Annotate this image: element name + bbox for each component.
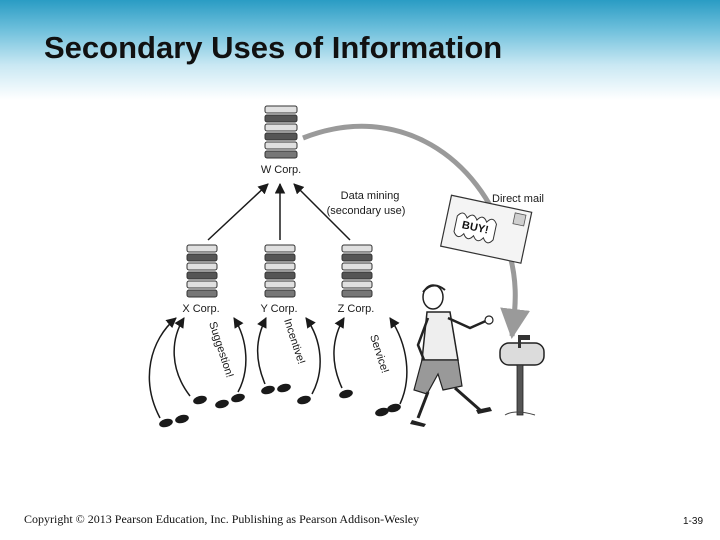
w-corp-server-icon: [264, 105, 298, 159]
w-corp-label: W Corp.: [261, 164, 301, 176]
slide-title: Secondary Uses of Information: [44, 30, 503, 65]
footprint: [375, 407, 389, 417]
footprint: [387, 403, 401, 413]
z-corp-label: Z Corp.: [338, 303, 375, 315]
y-corp-server-icon: [264, 244, 296, 298]
mailbox-icon: [499, 335, 545, 416]
footprints-group: [159, 383, 401, 428]
influence-arrow: [389, 317, 408, 405]
x-to-w-arrow: [207, 183, 269, 241]
footprint: [215, 399, 229, 409]
data-mining-label: Data mining: [341, 190, 400, 202]
suggestion-label: Suggestion!: [206, 320, 235, 379]
influence-arrow: [233, 317, 247, 393]
footprint: [339, 389, 353, 399]
influence-arrow: [148, 317, 177, 419]
incentive-label: Incentive!: [281, 317, 307, 365]
footprint: [297, 395, 311, 405]
footprint: [261, 385, 275, 395]
footprint: [193, 395, 207, 405]
footprint: [175, 414, 189, 424]
buy-text: BUY!: [461, 219, 490, 236]
title-header-band: [0, 0, 720, 100]
y-corp-label: Y Corp.: [260, 303, 297, 315]
footprint: [231, 393, 245, 403]
walking-man-figure: [410, 284, 494, 427]
x-corp-server-icon: [186, 244, 218, 298]
influence-arrow: [173, 317, 191, 397]
x-corp-label: X Corp.: [182, 303, 219, 315]
influence-arrow: [256, 317, 267, 385]
influence-arrow: [305, 317, 321, 395]
envelope-icon: BUY!: [439, 194, 533, 264]
page-number: 1-39: [683, 516, 704, 527]
influence-arrows: [148, 317, 408, 419]
copyright-text: Copyright © 2013 Pearson Education, Inc.…: [24, 512, 420, 526]
footprint: [277, 383, 291, 393]
service-label: Service!: [367, 333, 391, 375]
secondary-use-label: (secondary use): [327, 205, 406, 217]
z-corp-server-icon: [341, 244, 373, 298]
footprint: [159, 418, 173, 428]
influence-arrow: [333, 317, 345, 389]
z-to-w-arrow: [293, 183, 351, 241]
direct-mail-label: Direct mail: [492, 193, 544, 205]
